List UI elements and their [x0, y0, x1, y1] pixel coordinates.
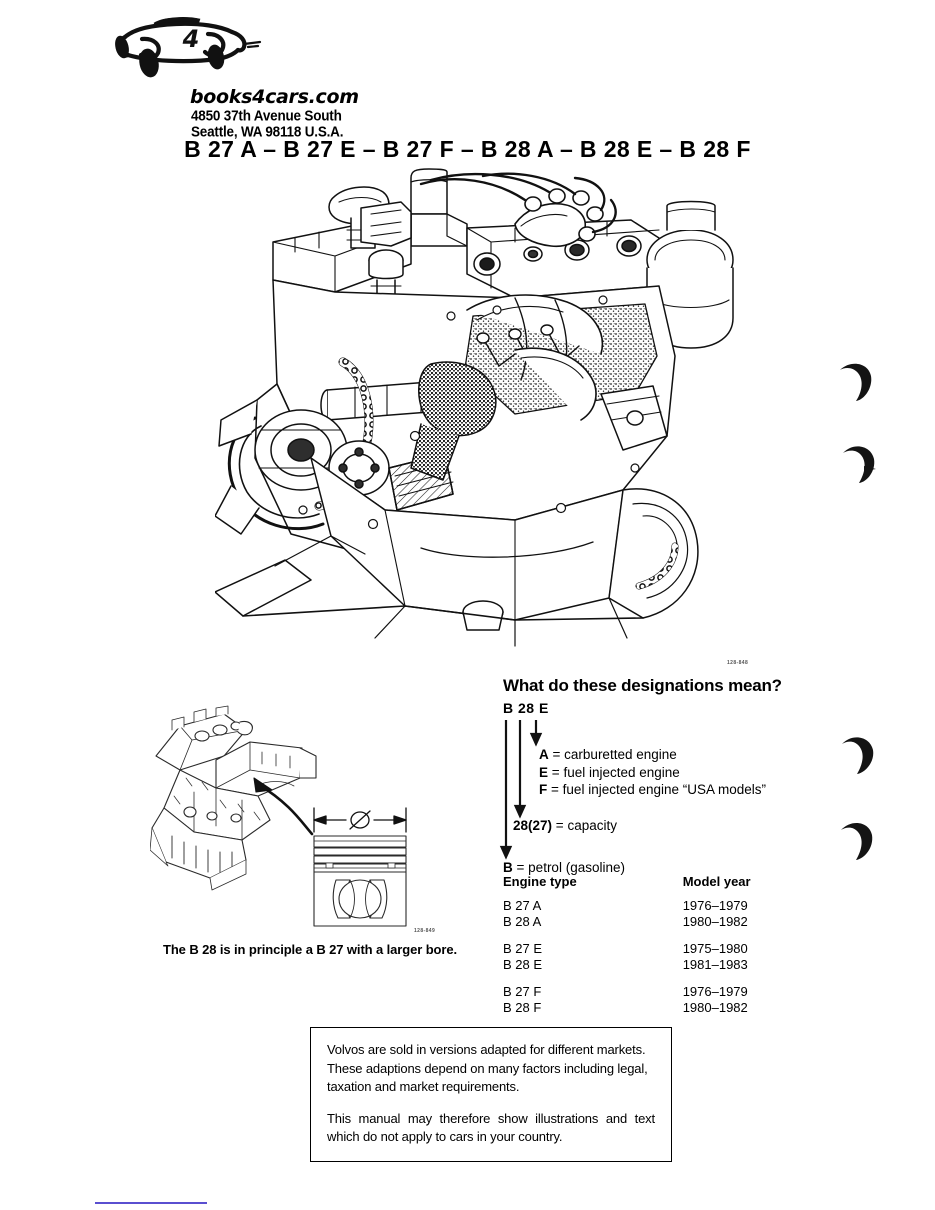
designation-capacity-row: 28(27) = capacity	[513, 818, 617, 833]
designation-eq-petrol: =	[516, 860, 525, 875]
cell-model-year: 1976–1979	[682, 984, 748, 999]
cell-engine-type: B 28 E	[503, 957, 543, 972]
designation-key-f: F	[539, 782, 548, 797]
publisher-address-line-2: Seattle, WA 98118 U.S.A.	[191, 124, 344, 140]
designation-letter-row-f: F = fuel injected engine “USA models”	[539, 781, 766, 799]
cell-engine-type: B 27 A	[503, 898, 542, 913]
column-header-engine-type: Engine type	[503, 874, 577, 889]
cell-model-year: 1980–1982	[682, 1000, 748, 1015]
designation-eq-f: =	[551, 782, 559, 797]
publisher-logo-block: 4 books4cars.com 4850 37th Avenue South …	[108, 14, 438, 140]
table-row: B 28 E 1981–1983	[503, 957, 751, 973]
designation-petrol-row: B = petrol (gasoline)	[503, 860, 625, 875]
designation-key-e: E	[539, 764, 549, 780]
vintage-car-logo-icon: 4	[108, 14, 268, 80]
note-paragraph-2: This manual may therefore show illustrat…	[327, 1110, 655, 1145]
designation-eq-e: =	[551, 764, 560, 780]
designation-desc-e: fuel injected engine	[563, 764, 680, 780]
market-adaptation-note-box: Volvos are sold in versions adapted for …	[310, 1027, 672, 1162]
cell-engine-type: B 28 A	[503, 914, 542, 929]
piston-figure-caption: The B 28 is in principle a B 27 with a l…	[163, 942, 457, 957]
column-header-model-year: Model year	[682, 874, 751, 889]
table-row: B 28 F 1980–1982	[503, 1000, 751, 1016]
designations-arrow-diagram: A = carburetted engine E = fuel injected…	[499, 716, 903, 875]
scan-crescent-artifact	[838, 818, 876, 860]
v6-engine-cutaway-illustration	[215, 168, 745, 668]
cell-engine-type: B 28 F	[503, 1000, 542, 1015]
table-row: B 28 A 1980–1982	[503, 914, 751, 930]
designation-letter-list: A = carburetted engine E = fuel injected…	[539, 746, 766, 799]
designations-block: What do these designations mean? B 28 E	[499, 676, 903, 875]
publisher-wordmark: books4cars.com	[190, 86, 359, 108]
designations-heading: What do these designations mean?	[503, 676, 782, 695]
designation-key-capacity: 28(27)	[513, 818, 553, 833]
scan-crescent-artifact	[840, 442, 878, 484]
designation-desc-a: carburetted engine	[564, 747, 677, 762]
designation-key-petrol: B	[503, 860, 513, 875]
engine-block-and-piston-bore-illustration	[150, 700, 450, 930]
designation-letter-row-a: A = carburetted engine	[539, 746, 766, 764]
cell-engine-type: B 27 E	[503, 941, 543, 956]
cell-model-year: 1980–1982	[682, 914, 748, 929]
designation-eq-capacity: =	[555, 818, 564, 833]
table-row: B 27 F 1976–1979	[503, 973, 751, 1000]
designation-desc-petrol: petrol (gasoline)	[528, 860, 625, 875]
cell-engine-type: B 27 F	[503, 984, 542, 999]
designation-letter-row-e: E = fuel injected engine	[539, 764, 766, 782]
cell-model-year: 1981–1983	[682, 957, 748, 972]
engine-figure-id: 128-848	[727, 660, 749, 666]
designation-eq-a: =	[552, 747, 561, 762]
table-row: B 27 A 1976–1979	[503, 898, 751, 914]
scan-crescent-artifact	[838, 732, 876, 774]
cell-model-year: 1975–1980	[682, 941, 748, 956]
designations-code-sample: B 28 E	[503, 700, 549, 716]
table-row: B 27 E 1975–1980	[503, 930, 751, 957]
page-title: B 27 A – B 27 E – B 27 F – B 28 A – B 28…	[184, 136, 751, 162]
designation-key-a: A	[539, 747, 549, 762]
cell-model-year: 1976–1979	[682, 898, 748, 913]
designation-arrows-icon	[499, 720, 543, 860]
engine-type-table: Engine type Model year B 27 A 1976–1979 …	[503, 874, 751, 1016]
designation-desc-capacity: capacity	[567, 818, 617, 833]
blue-underline-artifact	[95, 1202, 207, 1204]
scan-crescent-artifact	[836, 360, 874, 402]
piston-figure-id: 128-849	[414, 928, 436, 934]
designation-desc-f: fuel injected engine “USA models”	[562, 782, 767, 797]
note-paragraph-1: Volvos are sold in versions adapted for …	[327, 1042, 648, 1094]
table-header-row: Engine type Model year	[503, 874, 751, 898]
logo-number: 4	[182, 25, 200, 53]
publisher-address-line-1: 4850 37th Avenue South	[191, 108, 342, 124]
